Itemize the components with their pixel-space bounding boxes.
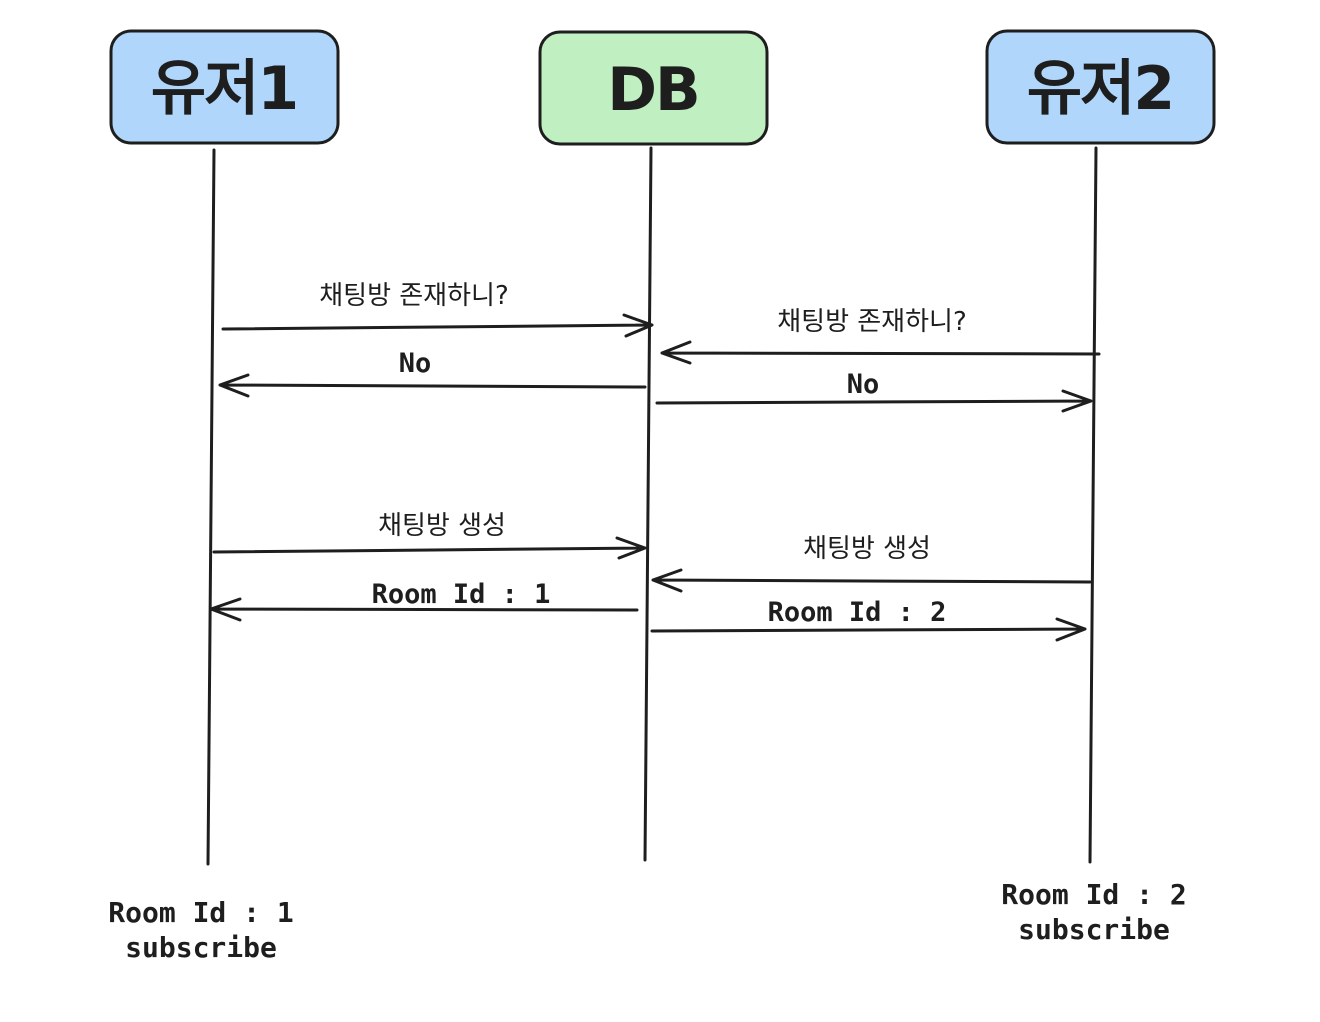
message-user2-create-label: 채팅방 생성 xyxy=(803,534,931,564)
message-user1-no-label: No xyxy=(399,348,432,379)
note-user1-line2: subscribe xyxy=(125,931,277,964)
message-user1-ask: 채팅방 존재하니? xyxy=(221,281,654,338)
message-user2-ask-label: 채팅방 존재하니? xyxy=(777,307,967,337)
arrow-db-room-user1 xyxy=(209,597,639,622)
lifeline-user1 xyxy=(206,148,216,866)
message-user2-create: 채팅방 생성 xyxy=(651,534,1092,593)
actor-user1: 유저1 xyxy=(109,29,340,145)
arrow-user2-create xyxy=(651,568,1092,593)
note-user2-line1: Room Id : 2 xyxy=(1001,878,1186,911)
message-user1-room-label: Room Id : 1 xyxy=(372,579,551,610)
arrow-user2-to-db xyxy=(660,340,1101,365)
actor-db-box xyxy=(538,30,769,146)
message-user2-ask: 채팅방 존재하니? xyxy=(660,307,1101,365)
arrow-user1-to-db xyxy=(221,313,654,338)
arrow-db-to-user1 xyxy=(218,373,647,398)
message-user1-create: 채팅방 생성 xyxy=(212,511,647,560)
arrow-db-to-user2 xyxy=(655,389,1093,413)
message-user2-room-label: Room Id : 2 xyxy=(768,597,947,628)
note-user2-line2: subscribe xyxy=(1018,913,1170,946)
actor-db-label: DB xyxy=(607,55,699,125)
actor-user2-label: 유저2 xyxy=(1027,54,1173,124)
message-user1-ask-label: 채팅방 존재하니? xyxy=(319,281,509,311)
message-user2-no: No xyxy=(655,369,1093,413)
message-user2-no-label: No xyxy=(847,369,880,400)
note-user2: Room Id : 2 subscribe xyxy=(1001,878,1186,946)
note-user1: Room Id : 1 subscribe xyxy=(108,896,293,964)
actor-user1-label: 유저1 xyxy=(151,54,297,124)
message-user2-room: Room Id : 2 xyxy=(650,597,1087,642)
actor-user2-box xyxy=(985,29,1216,145)
lifeline-db xyxy=(643,146,653,862)
actor-user1-box xyxy=(109,29,340,145)
arrow-user1-create xyxy=(212,536,647,560)
actor-db: DB xyxy=(538,30,769,146)
actor-user2: 유저2 xyxy=(985,29,1216,145)
message-user1-room: Room Id : 1 xyxy=(209,579,639,622)
arrow-db-room-user2 xyxy=(650,617,1087,642)
lifeline-user2 xyxy=(1088,146,1098,864)
message-user1-no: No xyxy=(218,348,647,398)
message-user1-create-label: 채팅방 생성 xyxy=(378,511,506,541)
note-user1-line1: Room Id : 1 xyxy=(108,896,293,929)
